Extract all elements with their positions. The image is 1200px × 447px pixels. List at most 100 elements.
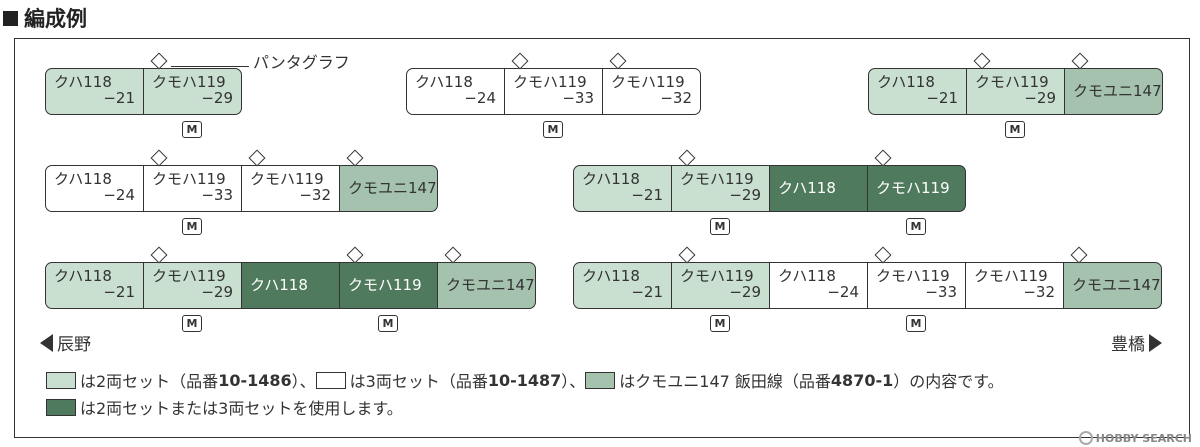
watermark-logo-icon — [1078, 431, 1093, 445]
car-number-label: −29 — [729, 283, 761, 301]
car-model-label: クモハ119 — [152, 170, 226, 188]
car-number-label: −24 — [103, 186, 135, 204]
swatch-either-set — [46, 398, 76, 416]
motor-car-icon: M — [906, 315, 926, 332]
car-number-label: −33 — [925, 283, 957, 301]
car-model-label: クモハ119 — [876, 267, 950, 285]
swatch-kumoyuni — [585, 371, 616, 389]
train-car: クモユニ147 — [437, 262, 536, 309]
car-model-label: クハ118 — [778, 267, 836, 285]
car-number-label: −24 — [464, 89, 496, 107]
train-car: クモハ119−29 — [671, 262, 770, 309]
motor-car-icon: M — [182, 218, 202, 235]
car-model-label: クハ118 — [877, 73, 935, 91]
car-model-label: クハ118 — [54, 267, 112, 285]
car-model-label: クモハ119 — [513, 73, 587, 91]
car-number-label: −21 — [926, 89, 958, 107]
train-car: クハ118−21 — [868, 68, 967, 115]
legend-2car-end: ）、 — [291, 372, 316, 391]
legend-2car-text: は2両セット（品番 — [80, 372, 219, 391]
car-model-label: クモハ119 — [680, 267, 754, 285]
legend-line-1: は2両セット（品番 10-1486 ）、 は3両セット（品番 10-1487 ）… — [46, 369, 1004, 391]
car-number-label: −33 — [562, 89, 594, 107]
legend-kumoyuni-code: 4870-1 — [830, 370, 894, 390]
car-number-label: −33 — [201, 186, 233, 204]
train-car: クハ118−21 — [573, 262, 672, 309]
motor-car-icon: M — [378, 315, 398, 332]
legend-3car-code: 10-1487 — [487, 370, 562, 390]
legend-3car-end: ）、 — [561, 372, 586, 391]
motor-car-icon: M — [182, 121, 202, 138]
car-number-label: −21 — [631, 283, 663, 301]
train-car: クハ118−24 — [769, 262, 868, 309]
car-model-label: クモハ119 — [250, 170, 324, 188]
car-number-label: −32 — [299, 186, 331, 204]
legend-kumoyuni-text: はクモユニ147 飯田線（品番 — [619, 372, 831, 391]
train-car: クモハ119 — [867, 165, 966, 212]
heading-square-icon — [3, 10, 18, 26]
car-number-label: −29 — [729, 186, 761, 204]
legend-line-2: は2両セットまたは3両セットを使用します。 — [46, 396, 403, 418]
car-model-label: クモハ119 — [974, 267, 1048, 285]
train-car: クモハ119−33 — [867, 262, 966, 309]
direction-right-label: 豊橋 — [1111, 335, 1145, 355]
train-car: クモユニ147 — [1064, 68, 1163, 115]
train-car: クモハ119−29 — [966, 68, 1065, 115]
legend-3car-text: は3両セット（品番 — [349, 372, 488, 391]
swatch-3car-set — [315, 371, 346, 389]
car-model-label: クモユニ147 — [348, 179, 437, 197]
diagram-frame — [14, 38, 1190, 438]
car-model-label: クモハ119 — [680, 170, 754, 188]
train-car: クハ118−24 — [406, 68, 505, 115]
pantograph-label: パンタグラフ — [253, 53, 350, 72]
train-car: クモハ119−33 — [504, 68, 603, 115]
legend-kumoyuni-end: ）の内容です。 — [893, 372, 1004, 391]
train-car: クモハ119−32 — [241, 165, 340, 212]
watermark-text: HOBBY SEARCH — [1095, 431, 1192, 445]
train-car: クモハ119−33 — [143, 165, 242, 212]
legend-either-text: は2両セットまたは3両セットを使用します。 — [80, 399, 403, 418]
motor-car-icon: M — [710, 218, 730, 235]
car-model-label: クモハ119 — [975, 73, 1049, 91]
car-model-label: クハ118 — [582, 267, 640, 285]
car-model-label: クハ118 — [415, 73, 473, 91]
car-number-label: −29 — [1024, 89, 1056, 107]
car-number-label: −21 — [103, 283, 135, 301]
direction-left-label: 辰野 — [57, 335, 91, 355]
car-model-label: クハ118 — [250, 276, 308, 294]
train-car: クモハ119−29 — [143, 262, 242, 309]
car-model-label: クモハ119 — [876, 179, 950, 197]
car-model-label: クモハ119 — [611, 73, 685, 91]
car-model-label: クモユニ147 — [1073, 82, 1162, 100]
train-car: クハ118 — [769, 165, 868, 212]
train-car: クモユニ147 — [1063, 262, 1162, 309]
heading-text: 編成例 — [24, 7, 87, 31]
train-car: クハ118−21 — [45, 262, 144, 309]
train-car: クモハ119−29 — [671, 165, 770, 212]
car-number-label: −21 — [103, 89, 135, 107]
car-number-label: −32 — [660, 89, 692, 107]
swatch-2car-set — [46, 371, 76, 389]
car-model-label: クハ118 — [778, 179, 836, 197]
motor-car-icon: M — [710, 315, 730, 332]
car-model-label: クモユニ147 — [1072, 276, 1161, 294]
car-number-label: −29 — [201, 89, 233, 107]
car-model-label: クモハ119 — [152, 267, 226, 285]
car-number-label: −24 — [827, 283, 859, 301]
car-model-label: クハ118 — [54, 170, 112, 188]
watermark: HOBBY SEARCH — [1078, 431, 1192, 445]
car-model-label: クモハ119 — [348, 276, 422, 294]
car-number-label: −32 — [1023, 283, 1055, 301]
car-model-label: クモユニ147 — [446, 276, 535, 294]
train-car: クモハ119−32 — [602, 68, 701, 115]
motor-car-icon: M — [182, 315, 202, 332]
legend-2car-code: 10-1486 — [218, 370, 292, 390]
car-model-label: クモハ119 — [152, 73, 226, 91]
car-number-label: −29 — [201, 283, 233, 301]
arrow-left-icon — [40, 333, 53, 352]
train-car: クモハ119 — [339, 262, 438, 309]
pantograph-callout-line — [171, 66, 249, 67]
direction-right: 豊橋 — [1111, 330, 1162, 355]
train-car: クモユニ147 — [339, 165, 438, 212]
train-car: クモハ119−29 — [143, 68, 242, 115]
